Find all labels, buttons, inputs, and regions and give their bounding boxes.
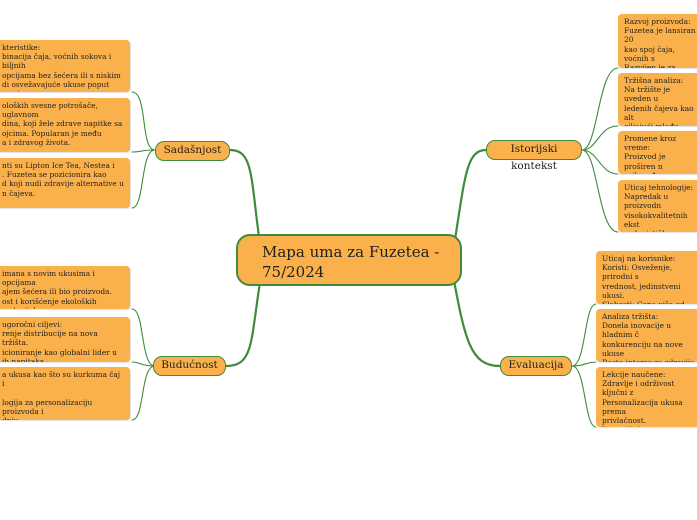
note-konkurenti[interactable]: nti su Lipton Ice Tea, Nestea i . Fuzete… bbox=[0, 158, 130, 208]
link-istorijski-note-4 bbox=[581, 149, 619, 233]
note-inovacije[interactable]: imana s novim ukusima i opcijama ajem še… bbox=[0, 266, 130, 309]
note-ciljna-grupa[interactable]: oloških svesne potrošače, uglavnom dina,… bbox=[0, 98, 130, 152]
note-karakteristike[interactable]: kteristike: binacija čaja, voćnih sokova… bbox=[0, 40, 130, 92]
link-central-sadasnjost bbox=[228, 148, 264, 260]
link-buducnost-note-3 bbox=[131, 365, 156, 421]
link-buducnost-note-1 bbox=[131, 308, 156, 367]
link-istorijski-note-3 bbox=[581, 149, 619, 175]
link-sadasnjost-note-3 bbox=[131, 149, 156, 209]
note-uticaj-na-korisnike[interactable]: Uticaj na korisnike: Koristi: Osveženje,… bbox=[596, 251, 697, 304]
note-lekcije-naucene[interactable]: Lekcije naučene: Zdravlje i održivost kl… bbox=[596, 367, 697, 427]
branch-evaluacija[interactable]: Evaluacija bbox=[500, 356, 572, 376]
link-evaluacija-note-3 bbox=[571, 365, 597, 428]
link-istorijski-note-2 bbox=[581, 125, 619, 151]
link-evaluacija-note-1 bbox=[571, 303, 597, 367]
central-topic[interactable]: Mapa uma za Fuzetea - 75/2024 bbox=[236, 234, 462, 286]
branch-sadasnjost[interactable]: Sadašnjost bbox=[155, 141, 230, 161]
link-central-istorijski bbox=[450, 148, 488, 260]
branch-buducnost[interactable]: Budućnost bbox=[153, 356, 226, 376]
note-razvoj-proizvoda[interactable]: Razvoj proizvoda: Fuzetea je lansiran 20… bbox=[618, 14, 697, 68]
branch-istorijski-kontekst[interactable]: Istorijski kontekst bbox=[486, 140, 582, 172]
link-central-evaluacija bbox=[450, 268, 502, 368]
link-evaluacija-note-2 bbox=[571, 361, 597, 367]
link-sadasnjost-note-2 bbox=[131, 149, 156, 153]
note-analiza-trzista[interactable]: Analiza tržišta: Donela inovacije u hlad… bbox=[596, 309, 697, 362]
note-dugorocni-ciljevi[interactable]: ugoročni ciljevi: renje distribucije na … bbox=[0, 317, 130, 362]
note-trzisna-analiza[interactable]: Tržišna analiza: Na tržište je uveden u … bbox=[618, 73, 697, 126]
note-promene-kroz-vreme[interactable]: Promene kroz vreme: Proizvod je proširen… bbox=[618, 131, 697, 174]
note-novi-ukusi[interactable]: a ukusa kao što su kurkuma čaj i logija … bbox=[0, 367, 130, 420]
link-buducnost-note-2 bbox=[131, 361, 156, 367]
link-istorijski-note-1 bbox=[581, 67, 619, 151]
note-uticaj-tehnologije[interactable]: Uticaj tehnologije: Napredak u proizvodn… bbox=[618, 180, 697, 232]
link-sadasnjost-note-1 bbox=[131, 91, 156, 151]
link-central-buducnost bbox=[224, 268, 264, 368]
